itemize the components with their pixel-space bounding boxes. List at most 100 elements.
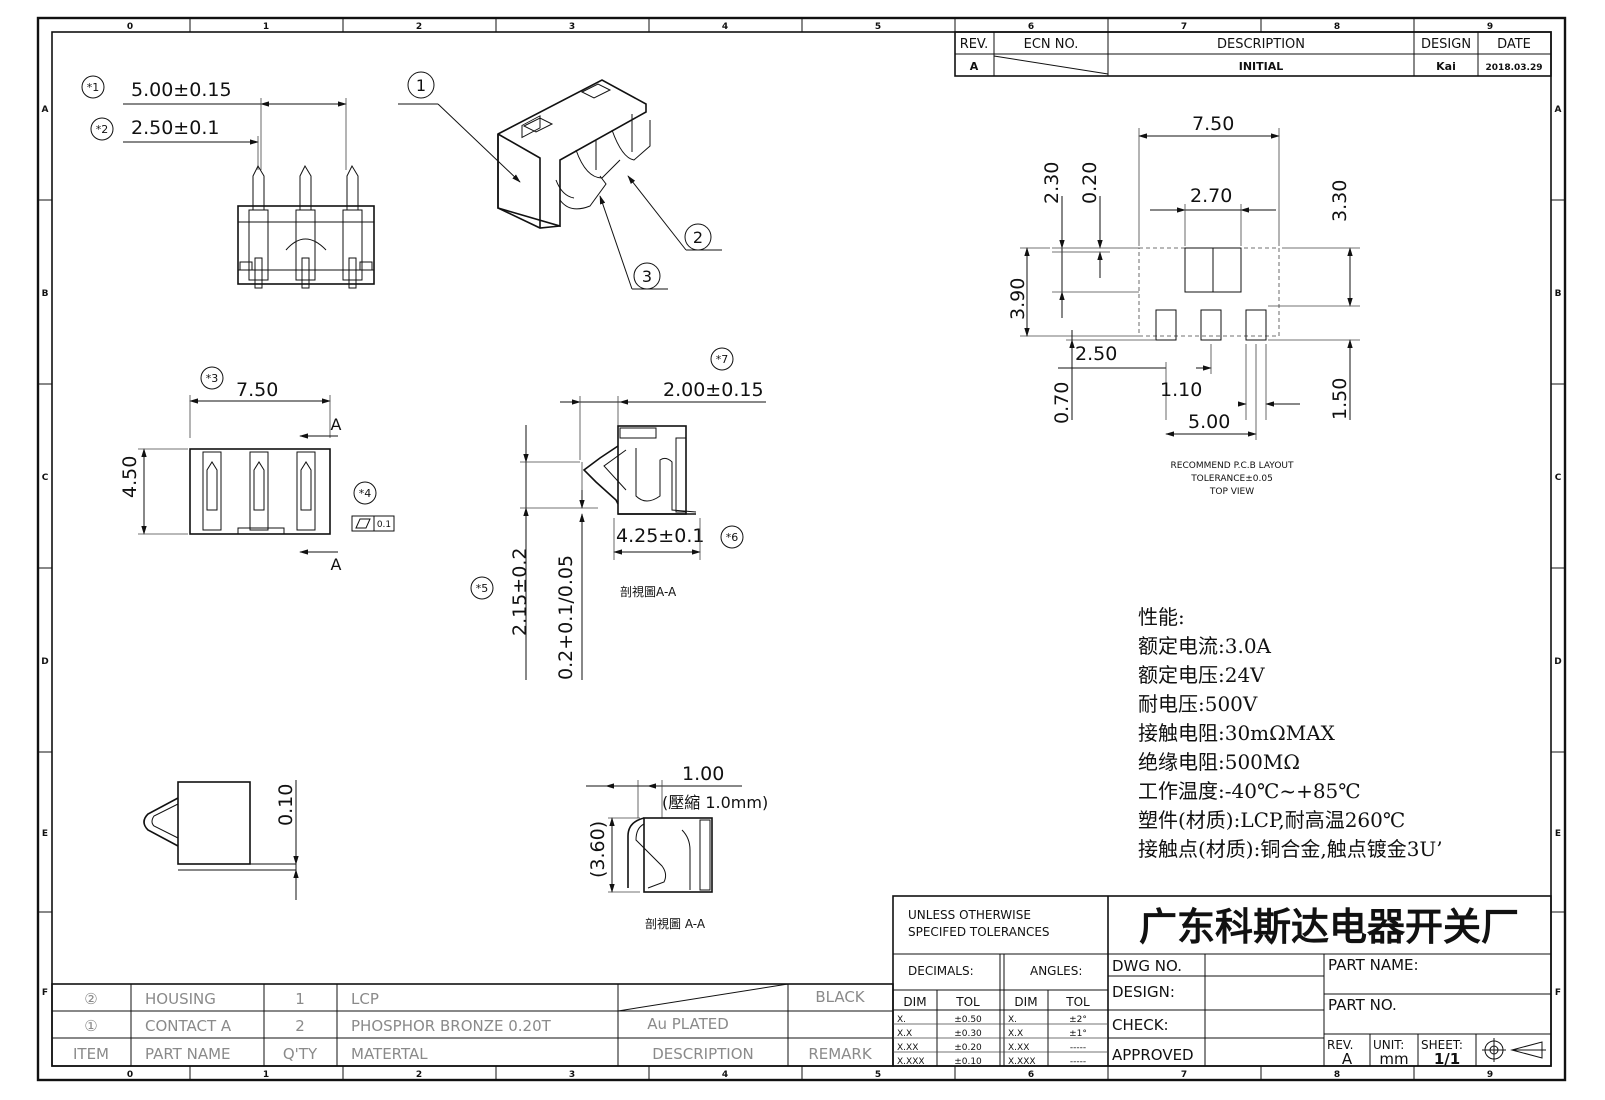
note-4-label: *4 — [359, 487, 372, 500]
rev-value: A — [970, 60, 979, 73]
company-name: 广东科斯达电器开关厂 — [1139, 905, 1519, 949]
side-view: *3 7.50 4.50 A A *4 0.1 — [119, 366, 395, 574]
svg-text:8: 8 — [1334, 22, 1340, 32]
callout-1-label: 1 — [416, 76, 426, 95]
svg-text:3: 3 — [569, 22, 575, 32]
svg-text:D: D — [1554, 657, 1561, 667]
svg-text:2: 2 — [416, 1070, 422, 1080]
dim-390: 3.90 — [1007, 278, 1029, 320]
approved-label: APPROVED — [1112, 1046, 1194, 1064]
section-label: 剖視圖A-A — [620, 584, 677, 599]
note-3-bubble — [200, 366, 224, 390]
svg-text:F: F — [42, 988, 48, 998]
dim-pad-w: 2.70 — [1190, 185, 1232, 207]
tol-title-2: SPECIFED TOLERANCES — [908, 925, 1050, 939]
spec-current: 额定电流:3.0A — [1138, 634, 1272, 658]
svg-text:7: 7 — [1181, 1070, 1187, 1080]
note-7-label: *7 — [716, 353, 729, 366]
note-6-label: *6 — [726, 531, 739, 544]
dim-330: 3.30 — [1329, 180, 1351, 222]
svg-text:X.X: X.X — [897, 1029, 912, 1039]
bom-remark-2: BLACK — [815, 988, 865, 1006]
note-5-label: *5 — [476, 582, 489, 595]
svg-text:0: 0 — [127, 22, 133, 32]
dim-150: 1.50 — [1329, 378, 1351, 420]
dim-depth: 4.25±0.1 — [616, 525, 704, 547]
svg-text:6: 6 — [1028, 22, 1034, 32]
svg-text:E: E — [42, 829, 48, 839]
dim-h2: 0.2+0.1/0.05 — [555, 555, 577, 680]
svg-text:±0.20: ±0.20 — [954, 1043, 982, 1053]
svg-text:5: 5 — [875, 22, 881, 32]
spec-housing-material: 塑件(材质):LCP,耐高温260℃ — [1138, 808, 1405, 832]
bom-qty-1: 2 — [295, 1017, 305, 1035]
unit-value: mm — [1379, 1050, 1408, 1068]
svg-text:X.XX: X.XX — [1008, 1043, 1029, 1053]
dim-020: 0.20 — [1079, 162, 1101, 204]
compressed-view: 1.00 (壓縮 1.0mm) (3.60) 剖視圖 A-A — [586, 763, 768, 931]
svg-text:3: 3 — [569, 1070, 575, 1080]
section-mark-top: A — [331, 415, 342, 434]
bom-name-1: CONTACT A — [145, 1017, 232, 1035]
note-2-bubble — [90, 117, 114, 141]
dim-pcb-w: 7.50 — [1192, 113, 1234, 135]
note-4-bubble — [353, 481, 377, 505]
bom-item-2: ② — [84, 990, 97, 1008]
grid-labels: 0 1 2 3 4 5 6 7 8 9 0 1 2 3 4 5 6 7 8 9 … — [41, 22, 1561, 1080]
rev-header: REV. — [960, 37, 989, 52]
section-mark-bottom: A — [331, 555, 342, 574]
svg-text:1: 1 — [263, 22, 269, 32]
dim-height: 4.50 — [119, 456, 141, 498]
rev-value-tb: A — [1342, 1050, 1353, 1068]
svg-text:X.: X. — [897, 1015, 906, 1025]
svg-text:4: 4 — [722, 1070, 728, 1080]
compressed-label: 剖視圖 A-A — [645, 916, 706, 931]
callout-1-bubble — [407, 71, 435, 99]
note-1-label: *1 — [87, 81, 100, 94]
svg-text:2: 2 — [416, 22, 422, 32]
front-view: *1 *2 5.00±0.15 2.50±0.1 — [81, 75, 375, 289]
dim-header-2: DIM — [1014, 995, 1037, 1009]
bom-header-description: DESCRIPTION — [652, 1045, 754, 1063]
bom-header-material: MATERTAL — [351, 1045, 428, 1063]
spec-contact-resistance: 接触电阻:30mΩMAX — [1138, 721, 1336, 745]
detail-view: 0.10 — [143, 780, 299, 900]
note-6-bubble — [720, 525, 744, 549]
dim-110: 1.10 — [1160, 379, 1202, 401]
spec-temperature: 工作温度:-40℃~+85℃ — [1138, 779, 1361, 803]
pcb-layout: 7.50 2.70 2.30 0.20 3.90 3.30 1.50 — [1007, 113, 1360, 497]
dwg-no-label: DWG NO. — [1112, 957, 1182, 975]
pcb-caption-2: TOLERANCE±0.05 — [1190, 474, 1273, 484]
description-header: DESCRIPTION — [1217, 37, 1305, 52]
flatness-value: 0.1 — [377, 520, 391, 530]
part-name-label: PART NAME: — [1328, 956, 1419, 974]
title-block: UNLESS OTHERWISE SPECIFED TOLERANCES DEC… — [892, 895, 1552, 1068]
svg-text:B: B — [42, 289, 49, 299]
section-view: *7 2.00±0.15 2.15±0.2 0.2+0.1/0.05 *5 4.… — [470, 347, 766, 680]
unit-label: UNIT: — [1373, 1038, 1404, 1052]
note-2-label: *2 — [96, 123, 109, 136]
dim-250: 2.50 — [1075, 343, 1117, 365]
specifications: 性能: 额定电流:3.0A 额定电压:24V 耐电压:500V 接触电阻:30m… — [1138, 605, 1443, 861]
tol-title-1: UNLESS OTHERWISE — [908, 908, 1031, 922]
svg-text:9: 9 — [1487, 22, 1493, 32]
bom-material-1: PHOSPHOR BRONZE 0.20T — [351, 1017, 552, 1035]
dim-230: 2.30 — [1041, 162, 1063, 204]
bom-header-remark: REMARK — [808, 1045, 873, 1063]
spec-insulation: 绝缘电阻:500MΩ — [1138, 750, 1300, 774]
design-value: Kai — [1436, 60, 1456, 73]
svg-text:±1°: ±1° — [1069, 1029, 1087, 1039]
compress-note: (壓縮 1.0mm) — [662, 793, 768, 812]
svg-text:X.XXX: X.XXX — [1008, 1057, 1036, 1067]
sheet-value: 1/1 — [1434, 1050, 1460, 1068]
note-3-label: *3 — [206, 372, 219, 385]
svg-text:4: 4 — [722, 22, 728, 32]
svg-text:8: 8 — [1334, 1070, 1340, 1080]
rev-label: REV. — [1327, 1038, 1353, 1052]
tol-header-1: TOL — [955, 995, 980, 1009]
pcb-caption-3: TOP VIEW — [1209, 487, 1254, 497]
spec-withstand: 耐电压:500V — [1138, 692, 1258, 716]
svg-text:C: C — [42, 473, 49, 483]
spec-title: 性能: — [1138, 605, 1185, 629]
